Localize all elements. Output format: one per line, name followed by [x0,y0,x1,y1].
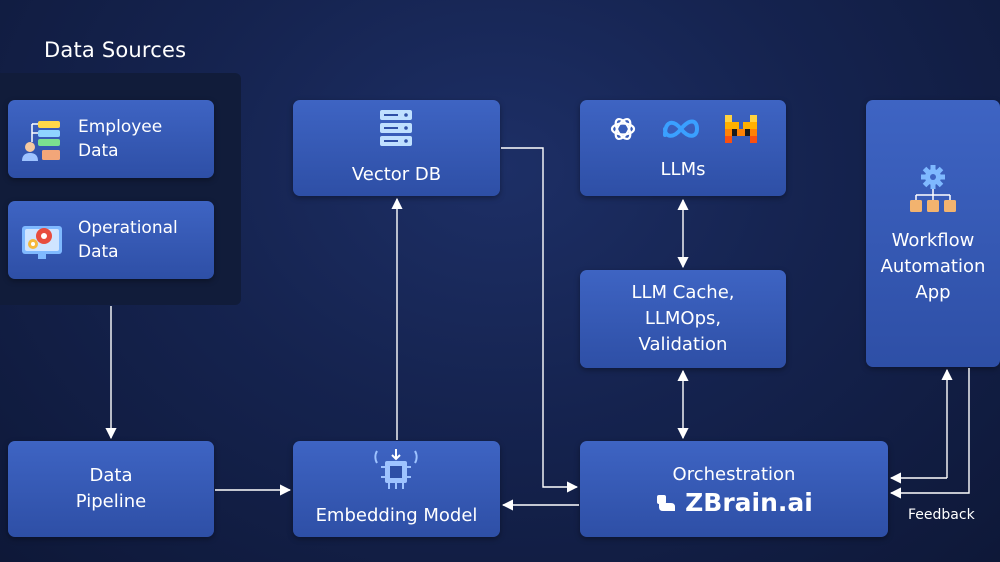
embedding-model-label: Embedding Model [315,505,478,526]
edge-feedback [889,368,970,499]
meta-icon [663,119,700,138]
edge-vector-db-to-orchestration [501,147,579,493]
llms-node[interactable]: LLMs [580,100,786,196]
employee-data-label: Employee Data [78,117,163,161]
vector-db-node[interactable]: Vector DB [293,100,500,196]
workflow-gear-icon [910,164,956,212]
operational-data-node[interactable]: Operational Data [8,201,214,279]
llm-cache-label: LLM Cache, LLMOps, Validation [631,282,735,355]
orchestration-label: Orchestration [672,464,796,485]
operational-data-icon [22,226,62,259]
llm-cache-node[interactable]: LLM Cache, LLMOps, Validation [580,270,786,368]
operational-data-label: Operational Data [78,218,178,262]
data-pipeline-node[interactable]: Data Pipeline [8,441,214,537]
workflow-automation-label: Workflow Automation App [880,229,986,303]
employee-data-icon [22,121,60,161]
workflow-automation-node[interactable]: Workflow Automation App [866,100,1000,367]
llms-label: LLMs [660,159,706,180]
chip-icon [374,449,418,489]
orchestration-node[interactable]: Orchestration ZBrain.ai [580,441,888,537]
data-pipeline-label: Data Pipeline [75,465,147,512]
zbrain-logo-icon [657,495,676,511]
data-sources-title: Data Sources [44,38,187,62]
openai-icon [610,117,636,141]
embedding-model-node[interactable]: Embedding Model [293,441,500,537]
zbrain-logo: ZBrain.ai [655,490,813,516]
vector-db-label: Vector DB [351,164,442,185]
employee-data-node[interactable]: Employee Data [8,100,214,178]
mistral-icon [725,115,757,143]
llm-provider-icons [607,113,759,145]
database-server-icon [380,110,412,146]
zbrain-logo-text: ZBrain.ai [685,488,813,517]
feedback-label: Feedback [908,507,975,523]
